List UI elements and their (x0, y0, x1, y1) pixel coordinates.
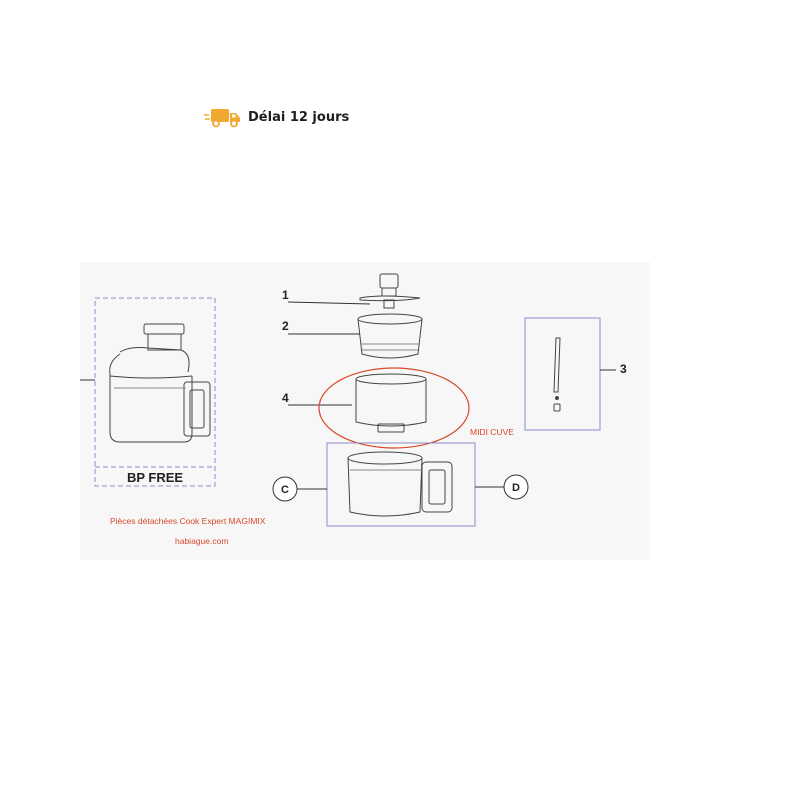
part-4-midi-cuve: 4 MIDI CUVE (282, 367, 514, 449)
part-c-label: C (281, 484, 289, 496)
caption-text: Pièces détachées Cook Expert MAGIMIX (110, 516, 266, 526)
bp-free-bowl-illustration (109, 323, 211, 443)
midi-cuve-highlight-ring (318, 367, 470, 449)
midi-cuve-label: MIDI CUVE (470, 427, 514, 437)
bp-free-label: BP FREE (127, 470, 183, 485)
part-1-blade: 1 (282, 273, 421, 309)
bp-free-box (80, 297, 216, 487)
part-2-label: 2 (282, 319, 289, 333)
website-text: habiague.com (175, 536, 228, 546)
part-c-d-box: C D (272, 442, 529, 527)
delivery-info: Délai 12 jours (204, 106, 349, 128)
part-4-label: 4 (282, 391, 289, 405)
truck-icon (204, 109, 240, 128)
part-3-box: 3 (524, 317, 627, 431)
part-1-label: 1 (282, 288, 289, 302)
exploded-parts-diagram: BP FREE 1 2 4 (80, 262, 650, 560)
cook-bowl-illustration (347, 451, 453, 517)
part-d-label: D (512, 482, 520, 494)
delivery-label: Délai 12 jours (248, 109, 350, 125)
part-2-ring: 2 (282, 313, 423, 359)
part-3-label: 3 (620, 362, 627, 376)
